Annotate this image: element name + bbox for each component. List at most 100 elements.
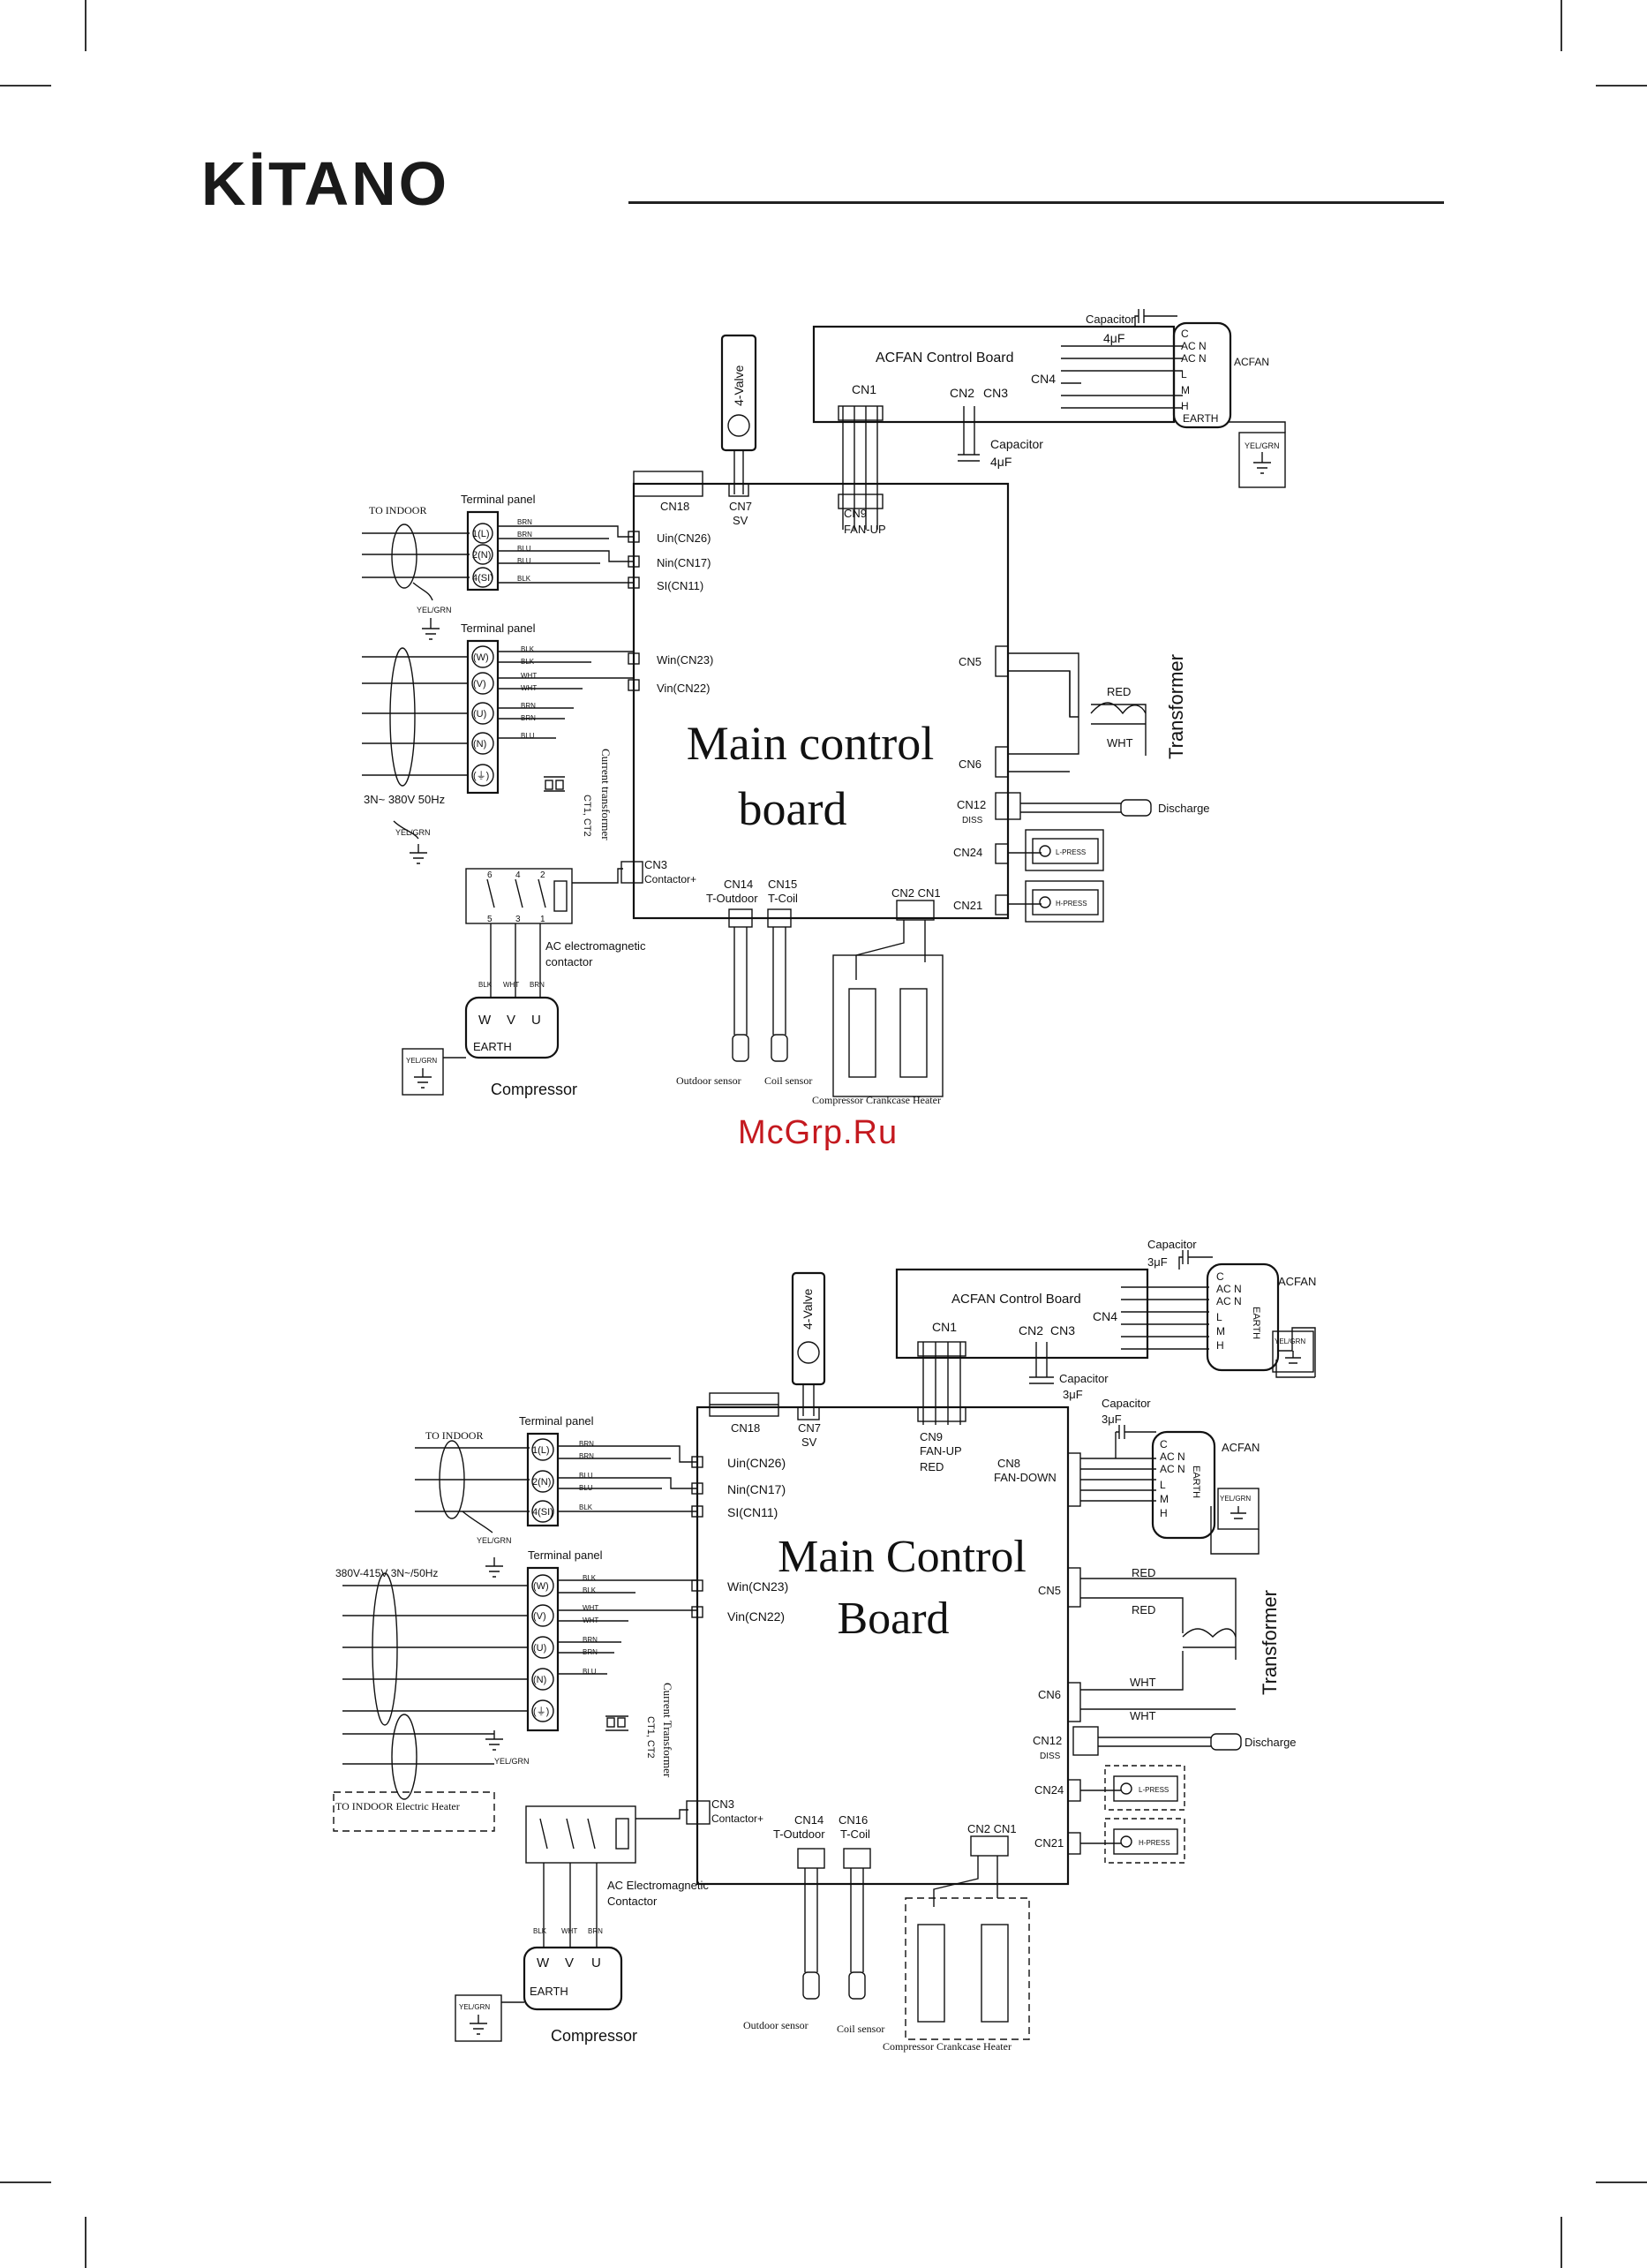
acfan2-ground-box (1272, 1330, 1314, 1373)
to-indoor-label: TO INDOOR (369, 504, 426, 516)
nin-label-2: Nin(CN17) (727, 1482, 786, 1496)
acfan-pin-earth: EARTH (1183, 412, 1218, 425)
capacitor-top-value-2: 3μF (1147, 1255, 1168, 1269)
win-label: Win(CN23) (657, 653, 713, 667)
outdoor-sensor-label: Outdoor sensor (676, 1074, 741, 1087)
ct-sub-label-2: CT1, CT2 (645, 1716, 656, 1759)
contactor-pin-2: 2 (540, 870, 545, 880)
comp2-wire-brn: BRN (588, 1927, 603, 1935)
ac-contactor-label-2-1: AC Electromagnetic (607, 1879, 709, 1892)
acfan2-pin-acn1: AC N (1216, 1283, 1242, 1295)
crop-mark (85, 0, 86, 51)
tp1-wire-1-2: BRN (579, 1440, 594, 1448)
tp2-wire-3-2: WHT (583, 1604, 598, 1612)
acfan-board-label: ACFAN Control Board (876, 350, 1014, 365)
tp1-term-3-2: 4(SI) (532, 1507, 553, 1518)
tp2-wire-2-2: BLK (583, 1586, 597, 1594)
crop-mark (1561, 0, 1562, 51)
cn16-label-2: CN16 (839, 1813, 868, 1827)
acfan3-pin-h: H (1160, 1507, 1168, 1519)
l-press-switch-2 (1104, 1765, 1185, 1811)
l-press-switch (1025, 829, 1104, 871)
tp2-term-u-2: (U) (533, 1643, 546, 1654)
cn3-contactor-label: CN3 (644, 858, 667, 871)
cn14-label: CN14 (724, 878, 753, 891)
comp-term-v: V (507, 1013, 515, 1028)
tp1-term-1: 1(L) (472, 529, 490, 539)
cn8-label-2: CN8 (997, 1457, 1020, 1470)
crankcase-heater-label: Compressor Crankcase Heater (812, 1094, 941, 1106)
comp-ground-label: YEL/GRN (406, 1057, 437, 1065)
wiring-diagram-2: Main Control Board CN18 ACFAN Control Bo… (333, 1238, 1316, 2053)
acfan3-ground-label: YEL/GRN (1220, 1495, 1251, 1503)
transformer-label: Transformer (1165, 654, 1187, 759)
tp2-wire-3: WHT (521, 672, 537, 680)
tp2-wire-4: WHT (521, 684, 537, 692)
cn24-label: CN24 (953, 846, 982, 859)
watermark: McGrp.Ru (738, 1114, 899, 1151)
sv-label-2: SV (801, 1435, 817, 1449)
cn21-label: CN21 (953, 899, 982, 912)
contactor-pin-6: 6 (487, 870, 493, 880)
vin-label: Vin(CN22) (657, 682, 710, 695)
terminal-panel-2-label: Terminal panel (461, 622, 536, 635)
to-indoor-label-2: TO INDOOR (425, 1429, 483, 1442)
four-valve-label-2: 4-Valve (801, 1288, 815, 1330)
cn7-label-2: CN7 (798, 1421, 821, 1435)
comp2-wire-wht: WHT (561, 1927, 577, 1935)
acfan2-pin-earth: EARTH (1251, 1307, 1261, 1339)
tp1-wire-3: BLU (517, 545, 531, 553)
current-transformer-label-2: Current Transformer (661, 1683, 674, 1778)
terminal-panel-1-label: Terminal panel (461, 493, 536, 506)
cn18-label: CN18 (660, 500, 689, 513)
comp2-wire-blk: BLK (533, 1927, 547, 1935)
main-board-outline-2 (696, 1405, 1070, 1886)
tp1-ground-label: YEL/GRN (417, 606, 452, 614)
comp2-term-v: V (565, 1955, 574, 1970)
comp2-term-u: U (591, 1955, 601, 1970)
red-label-2a: RED (1132, 1566, 1155, 1579)
contactor-pin-3: 3 (515, 915, 521, 924)
comp-earth-label: EARTH (473, 1040, 512, 1053)
acfan2-pin-m: M (1216, 1325, 1225, 1337)
cn7-label: CN7 (729, 500, 752, 513)
si-label: SI(CN11) (657, 579, 703, 592)
cn12-label: CN12 (957, 798, 986, 811)
cn2-cn1-label-2: CN2 CN1 (967, 1822, 1017, 1835)
current-transformer-label: Current transformer (599, 749, 613, 840)
capacitor-top-label-2: Capacitor (1147, 1238, 1197, 1251)
acfan3-pin-l: L (1160, 1479, 1166, 1491)
acfan-pin-acn1: AC N (1181, 340, 1207, 352)
ac-contactor (465, 868, 573, 924)
fan-up-red-label-2: RED (920, 1460, 944, 1473)
cn24-label-2: CN24 (1034, 1783, 1064, 1797)
discharge-label: Discharge (1158, 802, 1210, 815)
crop-mark (0, 2181, 51, 2183)
crankcase-heater-label-2: Compressor Crankcase Heater (883, 2040, 1012, 2053)
tp2-wire-5: BRN (521, 702, 536, 710)
crankcase-heater-box-2 (905, 1897, 1030, 2040)
tp1-term-2-2: 2(N) (532, 1477, 551, 1488)
acfan-cn1-label-2: CN1 (932, 1320, 957, 1334)
acfan3-pin-acn2: AC N (1160, 1463, 1185, 1475)
wht-label: WHT (1107, 736, 1133, 750)
tp2-term-e-2: (⏚) (533, 1706, 549, 1717)
acfan3-pin-earth: EARTH (1191, 1466, 1201, 1498)
win-label-2: Win(CN23) (727, 1579, 788, 1594)
tp1-wire-4: BLU (517, 557, 531, 565)
tp2-term-w-2: (W) (533, 1581, 549, 1592)
ac-contactor-label-1: AC electromagnetic (545, 939, 646, 953)
cn14-label-2: CN14 (794, 1813, 824, 1827)
comp-wire-blk: BLK (478, 981, 493, 989)
supply-ground-label: YEL/GRN (395, 828, 431, 837)
tp2-wire-1: BLK (521, 645, 535, 653)
acfan-cn1-label: CN1 (852, 382, 876, 396)
tp2-term-u: (U) (473, 709, 486, 720)
acfan-label-2b: ACFAN (1222, 1441, 1260, 1454)
cn9-label-2: CN9 (920, 1430, 943, 1443)
terminal-panel-2-label-2: Terminal panel (528, 1548, 603, 1562)
comp-term-w: W (478, 1013, 492, 1028)
crop-mark (1596, 2181, 1647, 2183)
comp-term-u: U (531, 1013, 541, 1028)
